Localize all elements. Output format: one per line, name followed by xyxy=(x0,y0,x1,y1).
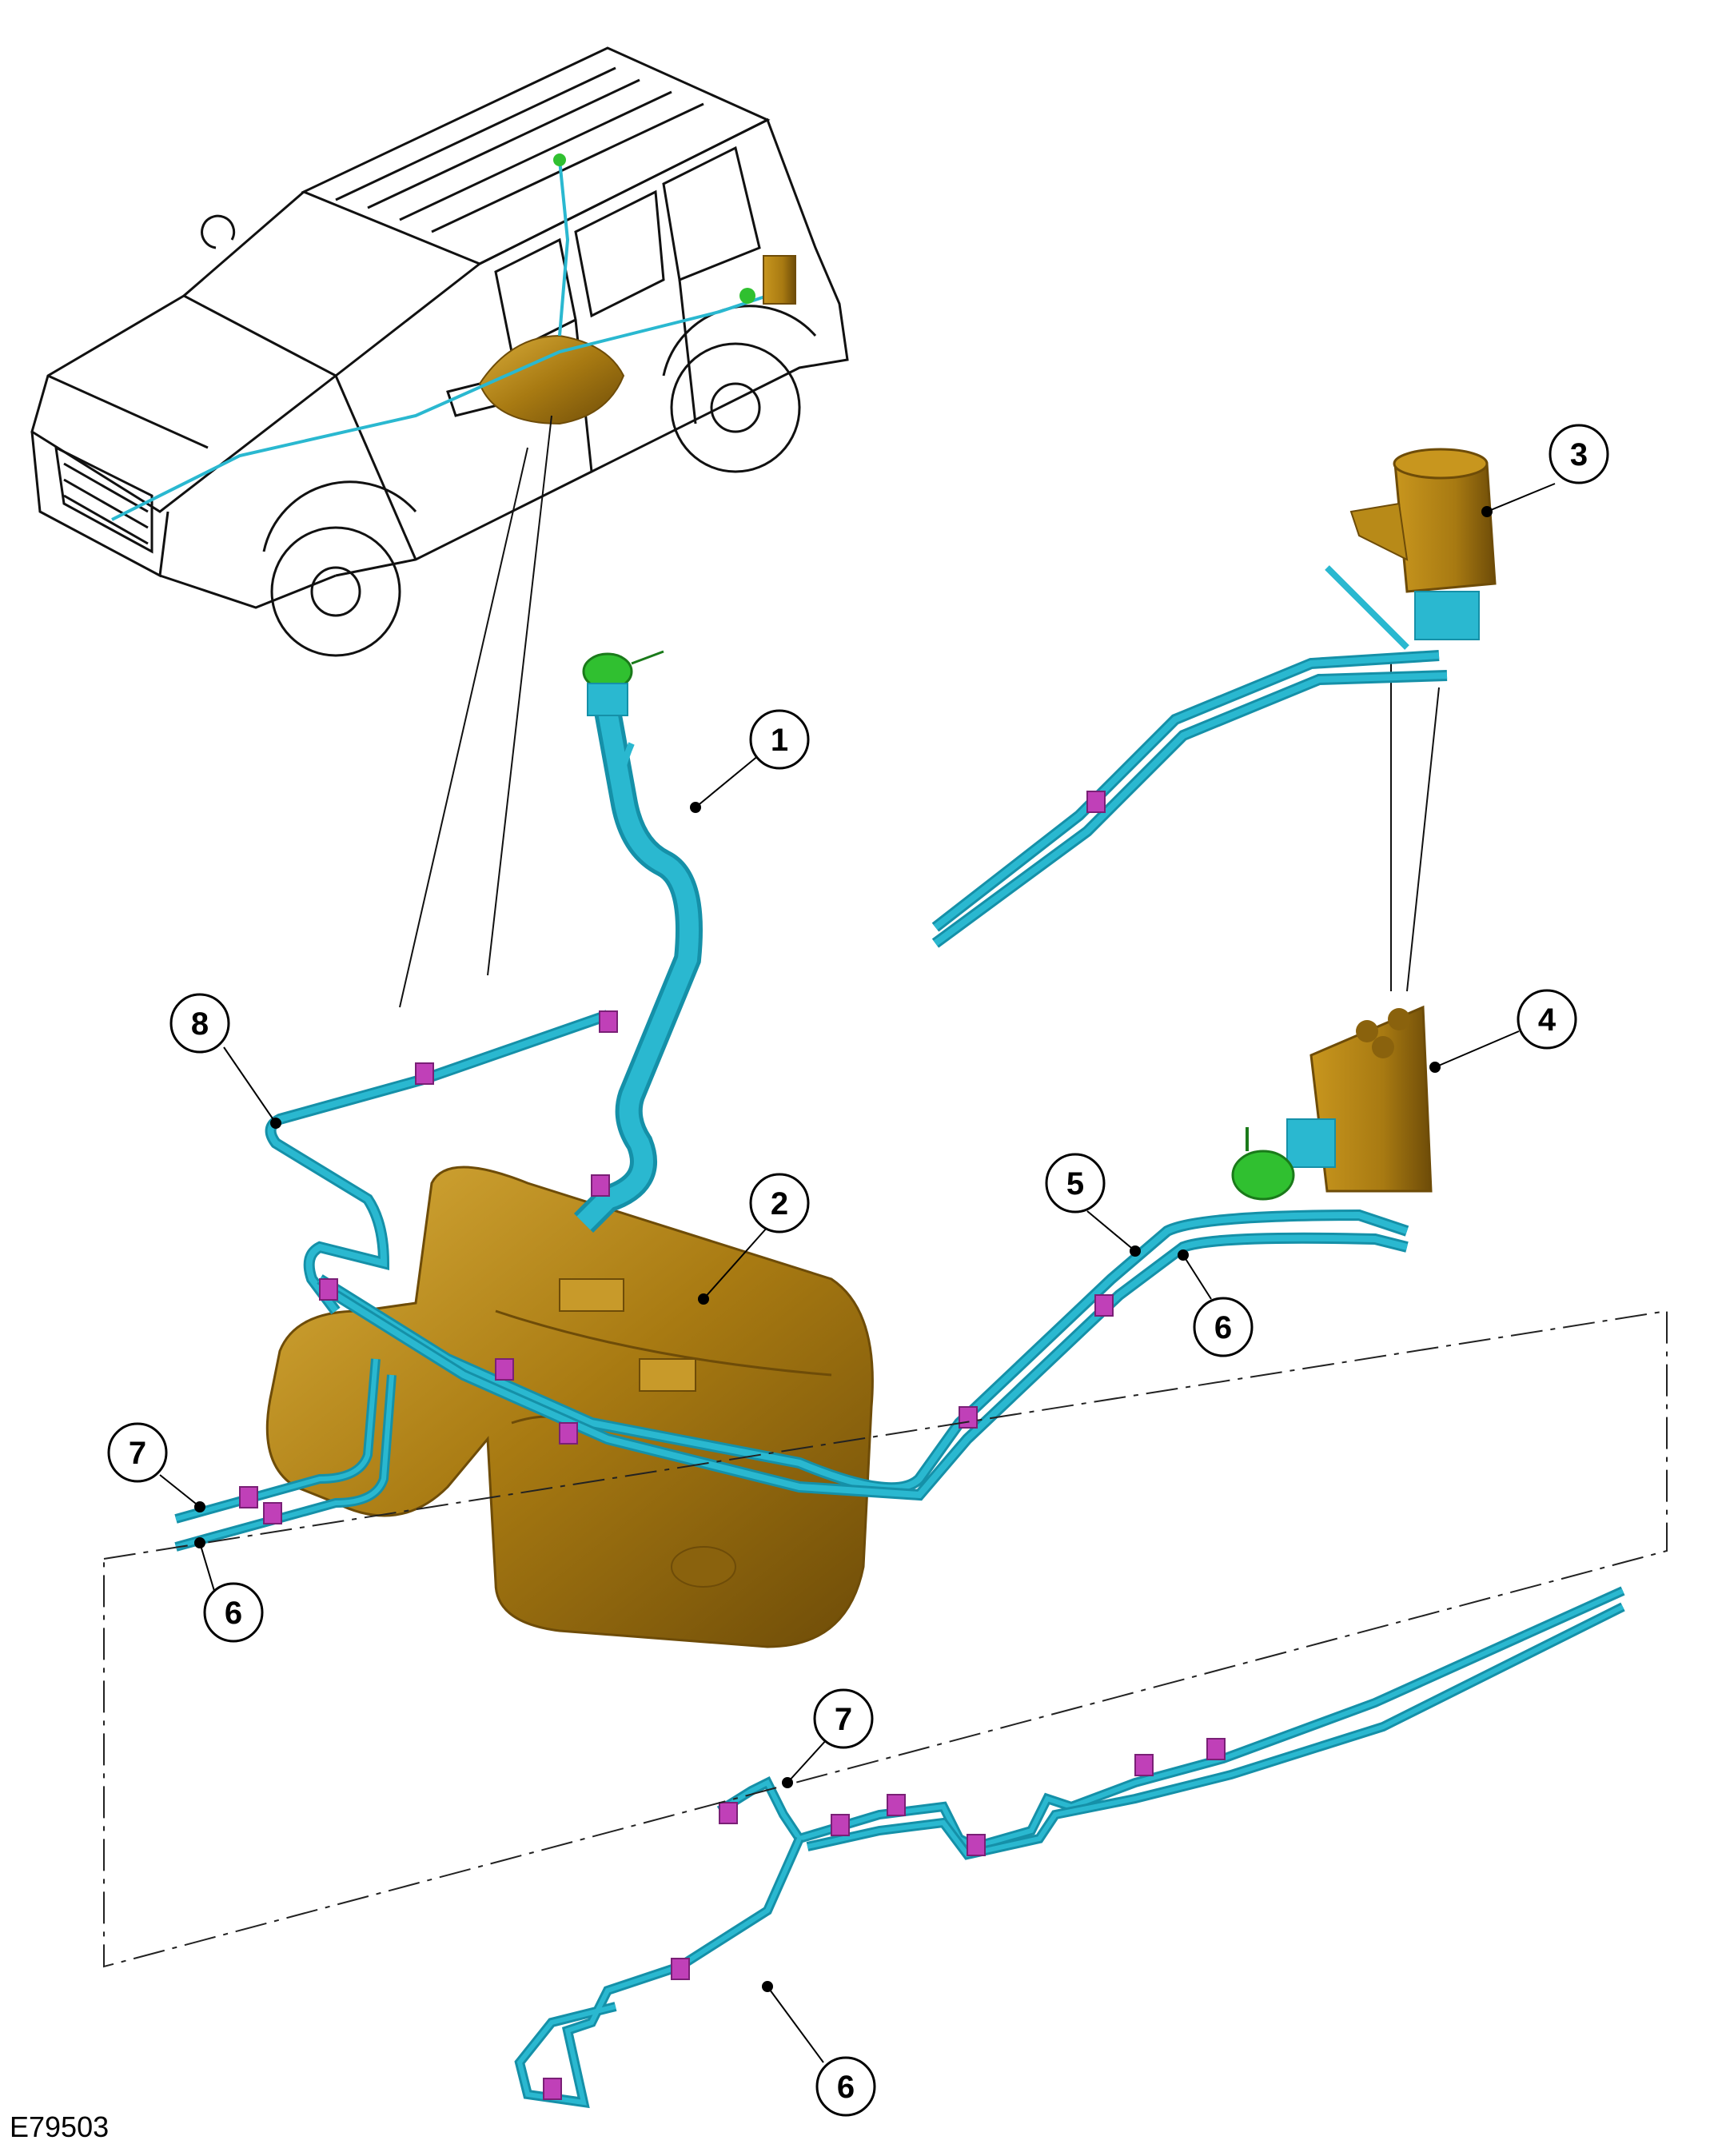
svg-text:1: 1 xyxy=(771,723,788,758)
svg-text:7: 7 xyxy=(129,1436,146,1471)
inset-leader-lines xyxy=(399,415,1440,1008)
clip xyxy=(263,1502,282,1524)
callout-7-left: 7 xyxy=(107,1422,168,1483)
callout-4: 4 xyxy=(1517,989,1577,1050)
callout-8: 8 xyxy=(169,993,230,1054)
callout-5: 5 xyxy=(1045,1153,1106,1213)
figure-reference: E79503 xyxy=(10,2110,110,2143)
callout-2: 2 xyxy=(749,1173,810,1233)
upper-lines xyxy=(931,565,1448,948)
filler-neck xyxy=(573,650,703,1233)
section-outline xyxy=(103,1309,1668,1968)
clip xyxy=(1086,791,1106,813)
callout-7-rear: 7 xyxy=(813,1688,874,1749)
clip xyxy=(1134,1754,1154,1776)
clip xyxy=(319,1278,338,1301)
clip xyxy=(719,1802,738,1824)
clip xyxy=(591,1174,610,1197)
clip xyxy=(887,1794,906,1816)
svg-text:5: 5 xyxy=(1066,1166,1084,1202)
vehicle-fuel-system-inset xyxy=(111,153,796,521)
line-clips xyxy=(239,791,1226,2100)
clip xyxy=(671,1958,690,1980)
callout-6-rear: 6 xyxy=(815,2056,876,2117)
canister-lines xyxy=(317,1209,1409,1501)
svg-text:8: 8 xyxy=(191,1006,209,1042)
clip xyxy=(1206,1738,1226,1760)
callout-3: 3 xyxy=(1549,424,1609,484)
clip xyxy=(599,1010,618,1033)
callout-6-front: 6 xyxy=(1193,1297,1254,1357)
clip xyxy=(495,1358,514,1381)
svg-text:6: 6 xyxy=(837,2070,855,2105)
callout-6-left: 6 xyxy=(203,1582,264,1643)
clip xyxy=(831,1814,850,1836)
carbon-canister-upper xyxy=(1349,448,1497,640)
clip xyxy=(559,1422,578,1445)
svg-text:4: 4 xyxy=(1538,1002,1557,1038)
svg-text:7: 7 xyxy=(835,1702,852,1737)
fuel-tank xyxy=(265,1166,874,1648)
clip xyxy=(967,1834,986,1856)
clip xyxy=(1094,1294,1114,1317)
clip xyxy=(239,1486,258,1508)
clip xyxy=(415,1062,434,1085)
carbon-canister-lower xyxy=(1231,1005,1433,1201)
clip xyxy=(959,1406,978,1429)
left-stub-lines xyxy=(174,1358,397,1552)
callout-leaders xyxy=(159,483,1556,2063)
rear-line-assembly xyxy=(514,1586,1625,2109)
callout-1: 1 xyxy=(749,709,810,770)
svg-text:6: 6 xyxy=(225,1596,242,1631)
svg-text:2: 2 xyxy=(771,1186,788,1221)
vehicle-outline xyxy=(30,46,849,657)
svg-text:3: 3 xyxy=(1570,437,1588,472)
clip xyxy=(543,2078,562,2100)
svg-text:6: 6 xyxy=(1214,1310,1232,1345)
